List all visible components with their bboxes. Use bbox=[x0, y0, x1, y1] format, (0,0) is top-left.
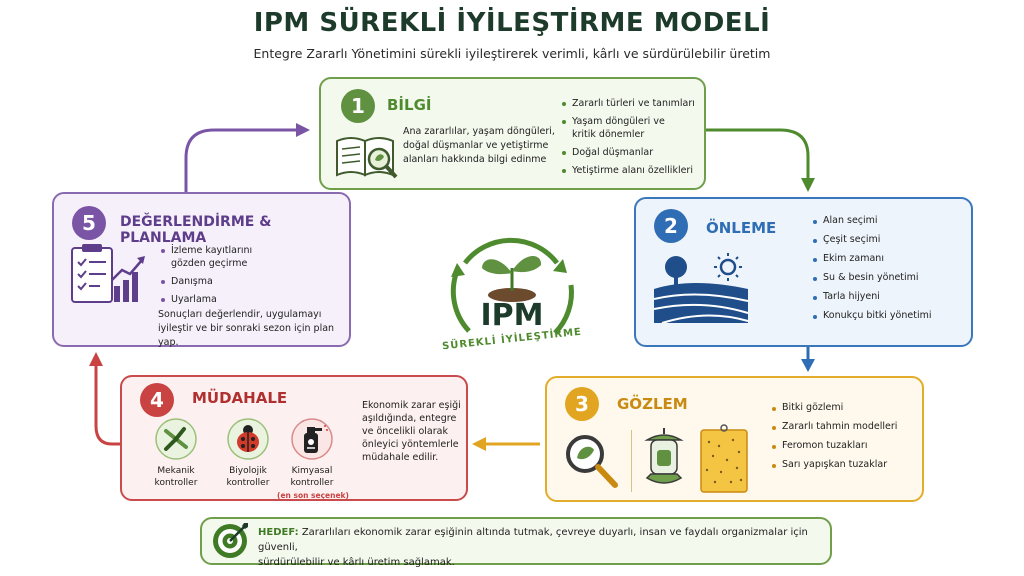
step-1-number: 1 bbox=[341, 89, 375, 123]
goal-text: HEDEF: Zararlıları ekonomik zarar eşiğin… bbox=[258, 525, 824, 570]
icon-divider bbox=[631, 430, 632, 492]
step-1-bullets: Zararlı türleri ve tanımları Yaşam döngü… bbox=[561, 97, 695, 182]
list-item: Bitki gözlemi bbox=[771, 402, 897, 414]
step-5-number: 5 bbox=[72, 206, 106, 240]
magnifier-leaf-icon bbox=[566, 435, 618, 488]
step-3-bullets: Bitki gözlemi Zararlı tahmin modelleri F… bbox=[771, 402, 897, 478]
step-4-desc-line: Ekonomik zarar eşiği bbox=[362, 400, 461, 411]
sticky-trap-icon bbox=[700, 424, 748, 493]
step-3-title: GÖZLEM bbox=[617, 395, 688, 413]
step-4-desc-line: müdahale edilir. bbox=[362, 452, 439, 463]
step-1-box: 1 BİLGİ Ana zararlılar, yaşam döngüleri,… bbox=[319, 77, 706, 190]
list-item: Yetiştirme alanı özellikleri bbox=[561, 164, 695, 177]
list-item: Konukçu bitki yönetimi bbox=[812, 310, 932, 322]
pheromone-trap-icon bbox=[644, 428, 684, 484]
page-title: IPM SÜREKLİ İYİLEŞTİRME MODELİ bbox=[253, 8, 771, 38]
goal-line-2: sürdürülebilir ve kârlı üretim sağlamak. bbox=[258, 557, 455, 568]
step-2-number: 2 bbox=[654, 209, 688, 243]
step-4-number: 4 bbox=[140, 383, 174, 417]
list-item: Doğal düşmanlar bbox=[561, 146, 695, 159]
list-item: Uyarlama bbox=[160, 293, 252, 306]
step-3-box: 3 GÖZLEM Bitki gözlemi Zararlı tahmin mo… bbox=[545, 376, 924, 502]
goal-label: HEDEF: bbox=[258, 527, 299, 538]
step-5-description: Sonuçları değerlendir, uygulamayı iyileş… bbox=[158, 308, 349, 350]
step-1-description: Ana zararlılar, yaşam döngüleri, doğal d… bbox=[403, 125, 555, 167]
step-4-desc-line: ve öncelikli olarak bbox=[362, 426, 448, 437]
step-5-title: DEĞERLENDİRME & PLANLAMA bbox=[120, 214, 272, 246]
step-5-desc-line: Sonuçları değerlendir, uygulamayı bbox=[158, 309, 322, 320]
ipm-label: IPM bbox=[480, 298, 544, 333]
step-4-description: Ekonomik zarar eşiği aşıldığında, entegr… bbox=[362, 399, 461, 464]
list-item: Alan seçimi bbox=[812, 215, 932, 227]
step-5-box: 5 DEĞERLENDİRME & PLANLAMA İzleme kayıtl… bbox=[52, 192, 351, 350]
field-landscape-icon bbox=[653, 253, 749, 324]
list-item: Zararlı tahmin modelleri bbox=[771, 421, 897, 433]
list-item: Çeşit seçimi bbox=[812, 234, 932, 246]
pruning-shears-icon bbox=[155, 418, 197, 460]
list-item: Sarı yapışkan tuzaklar bbox=[771, 459, 897, 471]
list-item: Tarla hijyeni bbox=[812, 291, 932, 303]
step-2-box: 2 ÖNLEME Alan seçimi Çeşit seçimi Ekim z… bbox=[634, 197, 973, 347]
goal-box: HEDEF: Zararlıları ekonomik zarar eşiğin… bbox=[200, 517, 832, 568]
target-icon bbox=[213, 523, 248, 558]
ipm-emblem bbox=[450, 237, 574, 335]
step-2-bullets: Alan seçimi Çeşit seçimi Ekim zamanı Su … bbox=[812, 215, 932, 329]
list-item: Su & besin yönetimi bbox=[812, 272, 932, 284]
list-item: Danışma bbox=[160, 275, 252, 288]
step-4-desc-line: önleyici yöntemlerle bbox=[362, 439, 459, 450]
spray-bottle-icon bbox=[291, 418, 333, 460]
step-1-title: BİLGİ bbox=[387, 96, 432, 114]
ladybug-icon bbox=[227, 418, 269, 460]
page-subtitle: Entegre Zararlı Yönetimini sürekli iyile… bbox=[253, 46, 771, 61]
step-4-title: MÜDAHALE bbox=[192, 389, 288, 407]
clipboard-chart-icon bbox=[71, 244, 145, 303]
book-search-icon bbox=[336, 137, 398, 179]
goal-line-1: Zararlıları ekonomik zarar eşiğinin altı… bbox=[258, 527, 808, 553]
step-4-desc-line: aşıldığında, entegre bbox=[362, 413, 457, 424]
last-resort-note: (en son seçenek) bbox=[277, 491, 349, 500]
step-3-number: 3 bbox=[565, 387, 599, 421]
step-1-desc-line: doğal düşmanlar ve yetiştirme bbox=[403, 140, 549, 151]
list-item: Zararlı türleri ve tanımları bbox=[561, 97, 695, 110]
list-item: Ekim zamanı bbox=[812, 253, 932, 265]
list-item: Feromon tuzakları bbox=[771, 440, 897, 452]
step-1-desc-line: alanları hakkında bilgi edinme bbox=[403, 154, 547, 165]
step-2-title: ÖNLEME bbox=[706, 219, 777, 237]
step-5-desc-line: iyileştir ve bir sonraki sezon için plan… bbox=[158, 323, 335, 348]
step-1-desc-line: Ana zararlılar, yaşam döngüleri, bbox=[403, 126, 555, 137]
